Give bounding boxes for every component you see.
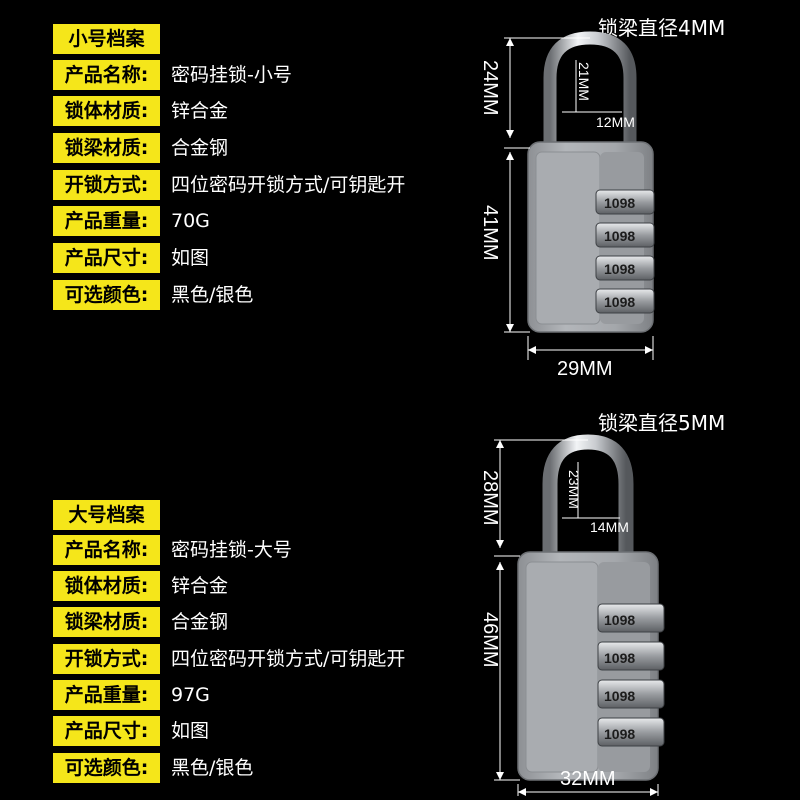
spec-label: 产品重量: xyxy=(53,680,160,710)
spec-value: 如图 xyxy=(171,720,210,742)
large-section-title: 大号档案 xyxy=(53,500,160,530)
spec-value: 密码挂锁-小号 xyxy=(171,64,292,86)
large-dial-digits: 1098 xyxy=(604,688,636,704)
spec-value: 四位密码开锁方式/可钥匙开 xyxy=(171,648,406,670)
small-dial-digits: 1098 xyxy=(604,195,636,211)
spec-value: 密码挂锁-大号 xyxy=(171,539,292,561)
small-shackle-diameter-label: 锁梁直径4MM xyxy=(598,16,726,40)
spec-value: 如图 xyxy=(171,247,210,269)
spec-value: 黑色/银色 xyxy=(171,284,254,306)
spec-value: 70G xyxy=(171,210,210,232)
spec-label: 产品尺寸: xyxy=(53,243,160,273)
body-panel xyxy=(535,151,601,325)
small-body-width-label: 29MM xyxy=(557,358,613,380)
small-body-height-label: 41MM xyxy=(479,205,501,261)
spec-label: 产品名称: xyxy=(53,535,160,565)
small-section-title: 小号档案 xyxy=(53,24,160,54)
large-dial-digits: 1098 xyxy=(604,612,636,628)
spec-value: 97G xyxy=(171,684,210,706)
spec-label: 开锁方式: xyxy=(53,644,160,674)
spec-label: 可选颜色: xyxy=(53,753,160,783)
spec-value: 合金钢 xyxy=(171,611,229,633)
spec-label: 锁梁材质: xyxy=(53,607,160,637)
spec-value: 黑色/银色 xyxy=(171,757,254,779)
large-inner-width-label: 14MM xyxy=(590,519,629,535)
large-padlock-illustration xyxy=(494,434,665,796)
small-padlock-illustration xyxy=(504,31,655,360)
spec-label: 产品名称: xyxy=(53,60,160,90)
large-dial-digits: 1098 xyxy=(604,726,636,742)
spec-label: 锁体材质: xyxy=(53,96,160,126)
small-dial-digits: 1098 xyxy=(604,294,636,310)
spec-value: 锌合金 xyxy=(171,575,229,597)
large-dial-digits: 1098 xyxy=(604,650,636,666)
spec-value: 锌合金 xyxy=(171,100,229,122)
spec-label: 产品重量: xyxy=(53,206,160,236)
large-shackle-height-label: 28MM xyxy=(479,470,501,526)
spec-label: 锁梁材质: xyxy=(53,133,160,163)
large-shackle-diameter-label: 锁梁直径5MM xyxy=(598,411,726,435)
small-dial-digits: 1098 xyxy=(604,228,636,244)
spec-label: 可选颜色: xyxy=(53,280,160,310)
small-inner-height-label: 21MM xyxy=(576,62,592,101)
shackle xyxy=(542,434,634,557)
spec-label: 产品尺寸: xyxy=(53,716,160,746)
large-body-height-label: 46MM xyxy=(479,612,501,668)
combination-dials xyxy=(595,189,655,314)
small-dial-digits: 1098 xyxy=(604,261,636,277)
large-inner-height-label: 23MM xyxy=(566,470,582,509)
combination-dials xyxy=(597,603,665,747)
spec-value: 合金钢 xyxy=(171,137,229,159)
spec-value: 四位密码开锁方式/可钥匙开 xyxy=(171,174,406,196)
small-inner-width-label: 12MM xyxy=(596,114,635,130)
large-body-width-label: 32MM xyxy=(560,768,616,790)
spec-label: 锁体材质: xyxy=(53,571,160,601)
small-shackle-height-label: 24MM xyxy=(479,60,501,116)
body-panel xyxy=(525,561,599,773)
spec-label: 开锁方式: xyxy=(53,170,160,200)
